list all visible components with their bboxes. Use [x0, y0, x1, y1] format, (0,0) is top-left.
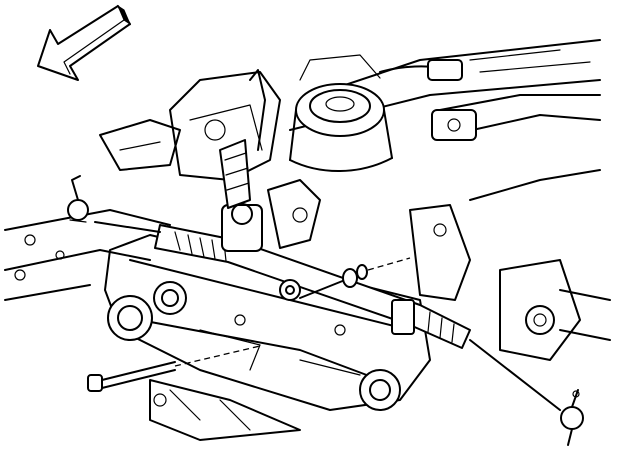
steering-gear-mounting-bolt: [299, 257, 411, 299]
right-control-arm-mount: [409, 169, 611, 361]
steering-shaft-coupling: [219, 139, 321, 249]
left-tie-rod-end: [67, 175, 161, 233]
upper-control-arm-bracket: [99, 69, 281, 181]
steering-gear: [154, 203, 471, 349]
right-tie-rod-end: [469, 339, 584, 446]
spring-seat-tower: [289, 54, 393, 172]
left-frame-rail: [4, 209, 171, 301]
crossmember-mounting-bolt: [87, 345, 261, 392]
front-direction-arrow: [37, 4, 132, 81]
